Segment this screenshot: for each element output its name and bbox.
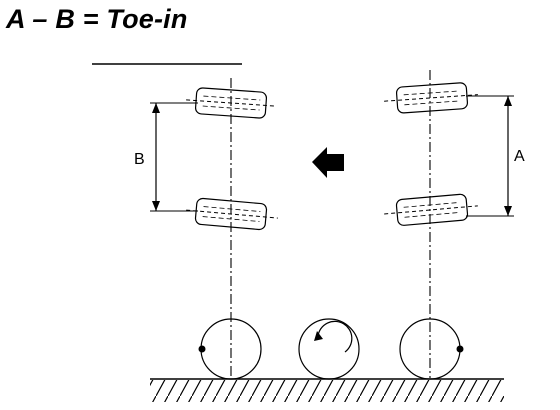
- ground-hatch: [150, 380, 504, 402]
- right-rear-tire: [384, 193, 478, 226]
- formula-title: A – B = Toe-in: [6, 4, 188, 34]
- right-front-tire: [384, 82, 478, 114]
- label-b: B: [134, 151, 145, 168]
- left-wheel-side: [198, 318, 262, 380]
- label-a: A: [514, 148, 525, 165]
- dimension-a: [466, 95, 514, 217]
- left-arrow-icon: [312, 147, 344, 178]
- left-rear-tire: [186, 197, 278, 231]
- dimension-b: [150, 102, 198, 212]
- right-wheel-side: [399, 318, 464, 380]
- left-front-tire: [186, 87, 274, 119]
- center-wheel-side: [298, 318, 360, 380]
- curved-arrow-icon: [314, 320, 353, 353]
